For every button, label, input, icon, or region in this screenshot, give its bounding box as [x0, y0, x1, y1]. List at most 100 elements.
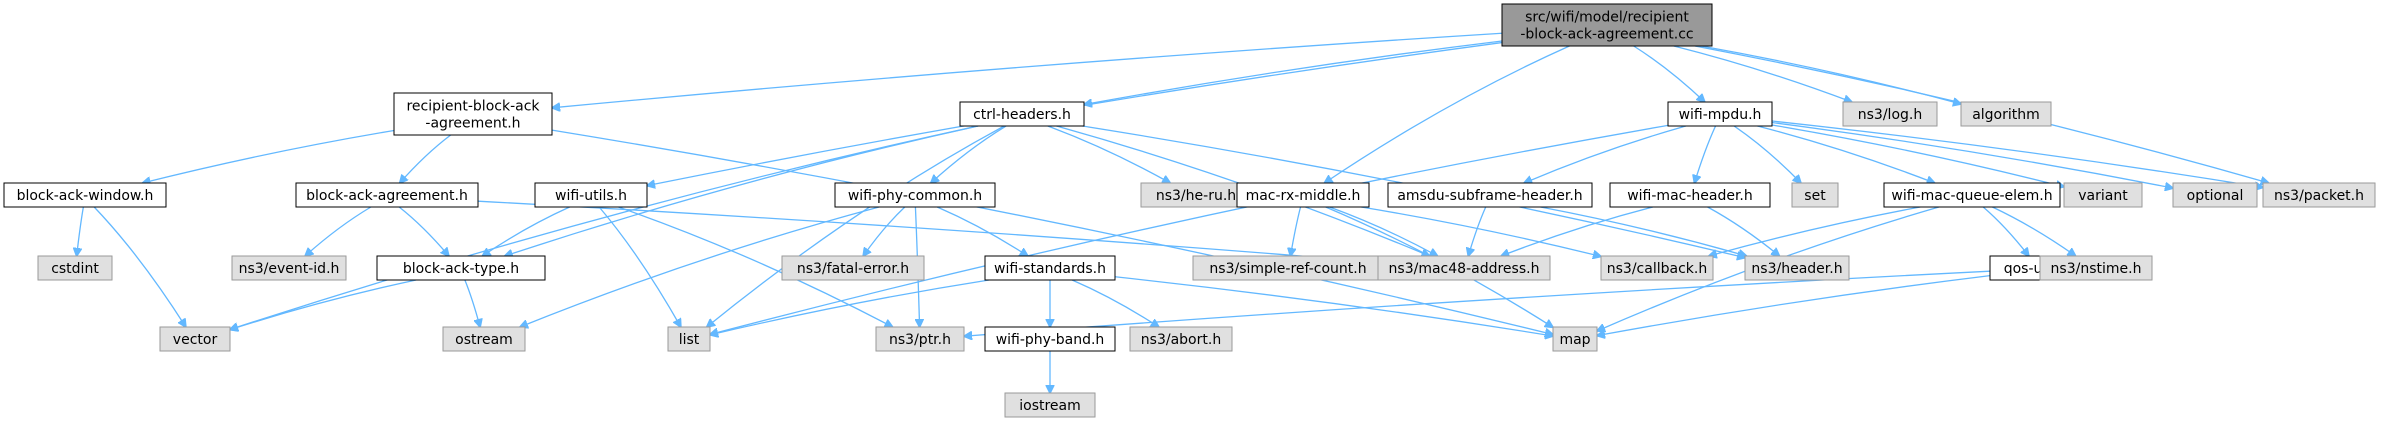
edge-ctrl-to-heru	[1047, 125, 1170, 183]
node-label-abort-0: ns3/abort.h	[1141, 332, 1221, 348]
edge-rbaa-to-baa	[400, 134, 452, 183]
node-ctrl[interactable]: ctrl-headers.h	[959, 101, 1085, 127]
edge-baa-to-eventid	[305, 206, 372, 256]
edge-mrm-to-mac48	[1329, 206, 1437, 256]
node-ash[interactable]: amsdu-subframe-header.h	[1387, 182, 1593, 208]
node-baw[interactable]: block-ack-window.h	[3, 182, 167, 208]
node-box-fatal	[781, 255, 925, 281]
node-box-ptr	[875, 326, 965, 352]
node-variant: variant	[2063, 182, 2143, 208]
node-label-optional-0: optional	[2187, 188, 2244, 204]
node-ptr: ns3/ptr.h	[875, 326, 965, 352]
node-label-set-0: set	[1804, 188, 1826, 204]
edge-mpdu-to-variant	[1771, 124, 2064, 187]
edge-baw-to-vector	[93, 206, 186, 327]
node-rbaa[interactable]: recipient-block-ack-agreement.h	[393, 92, 553, 136]
node-box-variant	[2063, 182, 2143, 208]
node-label-wpc-0: wifi-phy-common.h	[848, 188, 982, 204]
node-header: ns3/header.h	[1744, 255, 1850, 281]
node-label-baw-0: block-ack-window.h	[17, 188, 154, 204]
node-baa[interactable]: block-ack-agreement.h	[295, 182, 479, 208]
edge-baa-to-mac48	[477, 200, 1378, 262]
node-box-packet	[2262, 182, 2376, 208]
edge-mpdu-to-wmqe	[1757, 125, 1934, 183]
node-label-wutils-0: wifi-utils.h	[555, 188, 627, 204]
node-box-log	[1842, 101, 1938, 127]
node-wmh[interactable]: wifi-mac-header.h	[1609, 182, 1771, 208]
node-wpb[interactable]: wifi-phy-band.h	[984, 326, 1116, 352]
node-iostream: iostream	[1004, 392, 1096, 418]
node-box-vector	[159, 326, 231, 352]
node-fatal: ns3/fatal-error.h	[781, 255, 925, 281]
node-label-heru-0: ns3/he-ru.h	[1156, 188, 1236, 204]
node-label-eventid-0: ns3/event-id.h	[239, 261, 340, 277]
node-wstd[interactable]: wifi-standards.h	[984, 255, 1116, 281]
node-box-baa	[295, 182, 479, 208]
node-box-wutils	[534, 182, 648, 208]
node-eventid: ns3/event-id.h	[231, 255, 347, 281]
edge-wstd-to-abort	[1071, 279, 1159, 327]
node-label-srcount-0: ns3/simple-ref-count.h	[1209, 261, 1366, 277]
node-optional: optional	[2172, 182, 2258, 208]
node-box-eventid	[231, 255, 347, 281]
node-wmqe[interactable]: wifi-mac-queue-elem.h	[1883, 182, 2061, 208]
node-wpc[interactable]: wifi-phy-common.h	[834, 182, 996, 208]
node-wutils[interactable]: wifi-utils.h	[534, 182, 648, 208]
edge-bat-to-vector	[230, 279, 417, 330]
node-mpdu[interactable]: wifi-mpdu.h	[1667, 101, 1773, 127]
node-box-optional	[2172, 182, 2258, 208]
edge-rbaa-to-baw	[142, 129, 395, 183]
node-label-callback-0: ns3/callback.h	[1607, 261, 1707, 277]
node-label-ctrl-0: ctrl-headers.h	[973, 107, 1071, 123]
edge-baa-to-bat	[398, 206, 449, 256]
node-box-baw	[3, 182, 167, 208]
node-srcount: ns3/simple-ref-count.h	[1192, 255, 1384, 281]
edge-mrm-to-callback	[1361, 206, 1601, 256]
edge-qos-to-ptr	[964, 270, 1991, 336]
edge-wmqe-to-nstime	[1992, 206, 2075, 256]
edge-wpc-to-ostream	[520, 206, 880, 327]
node-label-iostream-0: iostream	[1019, 398, 1081, 414]
edge-root-to-rbaa	[552, 32, 1503, 108]
node-map: map	[1552, 326, 1598, 352]
edge-mpdu-to-optional	[1771, 121, 2173, 189]
node-box-mrm	[1236, 182, 1370, 208]
node-log: ns3/log.h	[1842, 101, 1938, 127]
node-mac48: ns3/mac48-address.h	[1377, 255, 1551, 281]
edge-wutils-to-bat	[482, 206, 570, 256]
node-heru: ns3/he-ru.h	[1140, 182, 1252, 208]
edge-root-to-log	[1673, 45, 1852, 102]
node-nstime: ns3/nstime.h	[2039, 255, 2153, 281]
edge-mpdu-to-list	[710, 124, 1669, 334]
node-label-packet-0: ns3/packet.h	[2274, 188, 2364, 204]
node-box-wmqe	[1883, 182, 2061, 208]
node-box-rbaa	[393, 92, 553, 136]
node-label-wmqe-0: wifi-mac-queue-elem.h	[1891, 188, 2052, 204]
node-box-wstd	[984, 255, 1116, 281]
edge-wutils-to-ptr	[618, 206, 892, 327]
node-abort: ns3/abort.h	[1129, 326, 1233, 352]
node-box-mpdu	[1667, 101, 1773, 127]
edge-wmh-to-header	[1707, 206, 1780, 256]
node-label-rbaa-1: -agreement.h	[425, 116, 520, 132]
node-label-map-0: map	[1559, 332, 1590, 348]
node-cstdint: cstdint	[37, 255, 113, 281]
node-label-nstime-0: ns3/nstime.h	[2051, 261, 2142, 277]
node-mrm[interactable]: mac-rx-middle.h	[1236, 182, 1370, 208]
node-box-iostream	[1004, 392, 1096, 418]
node-ostream: ostream	[442, 326, 526, 352]
edge-ctrl-to-vector	[230, 125, 979, 329]
node-label-mrm-0: mac-rx-middle.h	[1246, 188, 1361, 204]
node-label-variant-0: variant	[2078, 188, 2128, 204]
node-bat[interactable]: block-ack-type.h	[376, 255, 546, 281]
node-box-set	[1791, 182, 1839, 208]
edge-root-to-mrm	[1324, 45, 1570, 183]
node-root[interactable]: src/wifi/model/recipient-block-ack-agree…	[1501, 3, 1713, 47]
node-box-wpc	[834, 182, 996, 208]
edge-wmqe-to-qos	[1982, 206, 2029, 256]
edge-mpdu-to-packet	[1771, 120, 2263, 187]
node-label-vector-0: vector	[173, 332, 218, 348]
edge-wstd-to-map	[1114, 276, 1553, 336]
node-label-wstd-0: wifi-standards.h	[994, 261, 1106, 277]
edge-root-to-mpdu	[1633, 45, 1705, 102]
